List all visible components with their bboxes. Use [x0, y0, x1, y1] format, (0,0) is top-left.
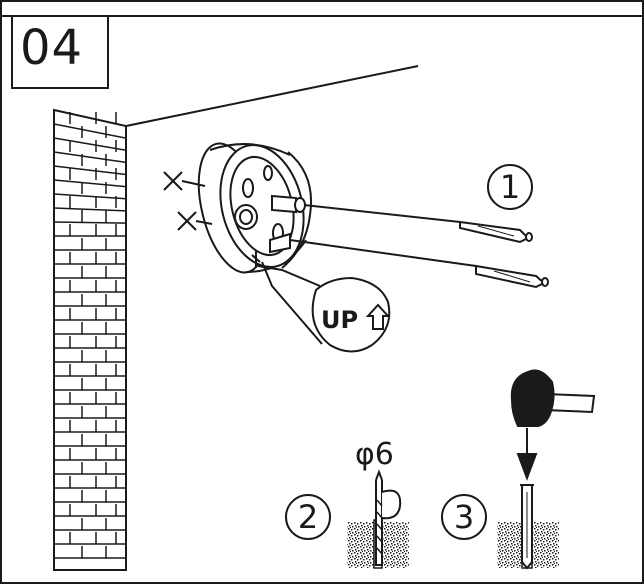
up-arrow-icon — [365, 303, 391, 330]
step-marker-3: 3 — [441, 494, 487, 540]
step-marker-1: 1 — [487, 164, 533, 210]
step-number: 04 — [20, 20, 84, 76]
down-arrow-icon — [516, 428, 538, 481]
step-marker-2: 2 — [285, 494, 331, 540]
brick-wall-icon — [53, 108, 127, 571]
x-mark-icon — [163, 171, 213, 231]
drill-diameter-label: φ6 — [355, 437, 394, 472]
up-callout — [257, 261, 391, 353]
drill-bit-icon — [375, 469, 402, 566]
step-number-box — [11, 16, 109, 89]
screw-icon — [269, 194, 549, 289]
ceiling-line — [125, 65, 419, 127]
junction-box-icon — [197, 142, 312, 274]
orientation-label: UP — [321, 306, 359, 334]
wall-anchor-icon — [520, 484, 534, 570]
hammer-icon — [510, 369, 596, 427]
